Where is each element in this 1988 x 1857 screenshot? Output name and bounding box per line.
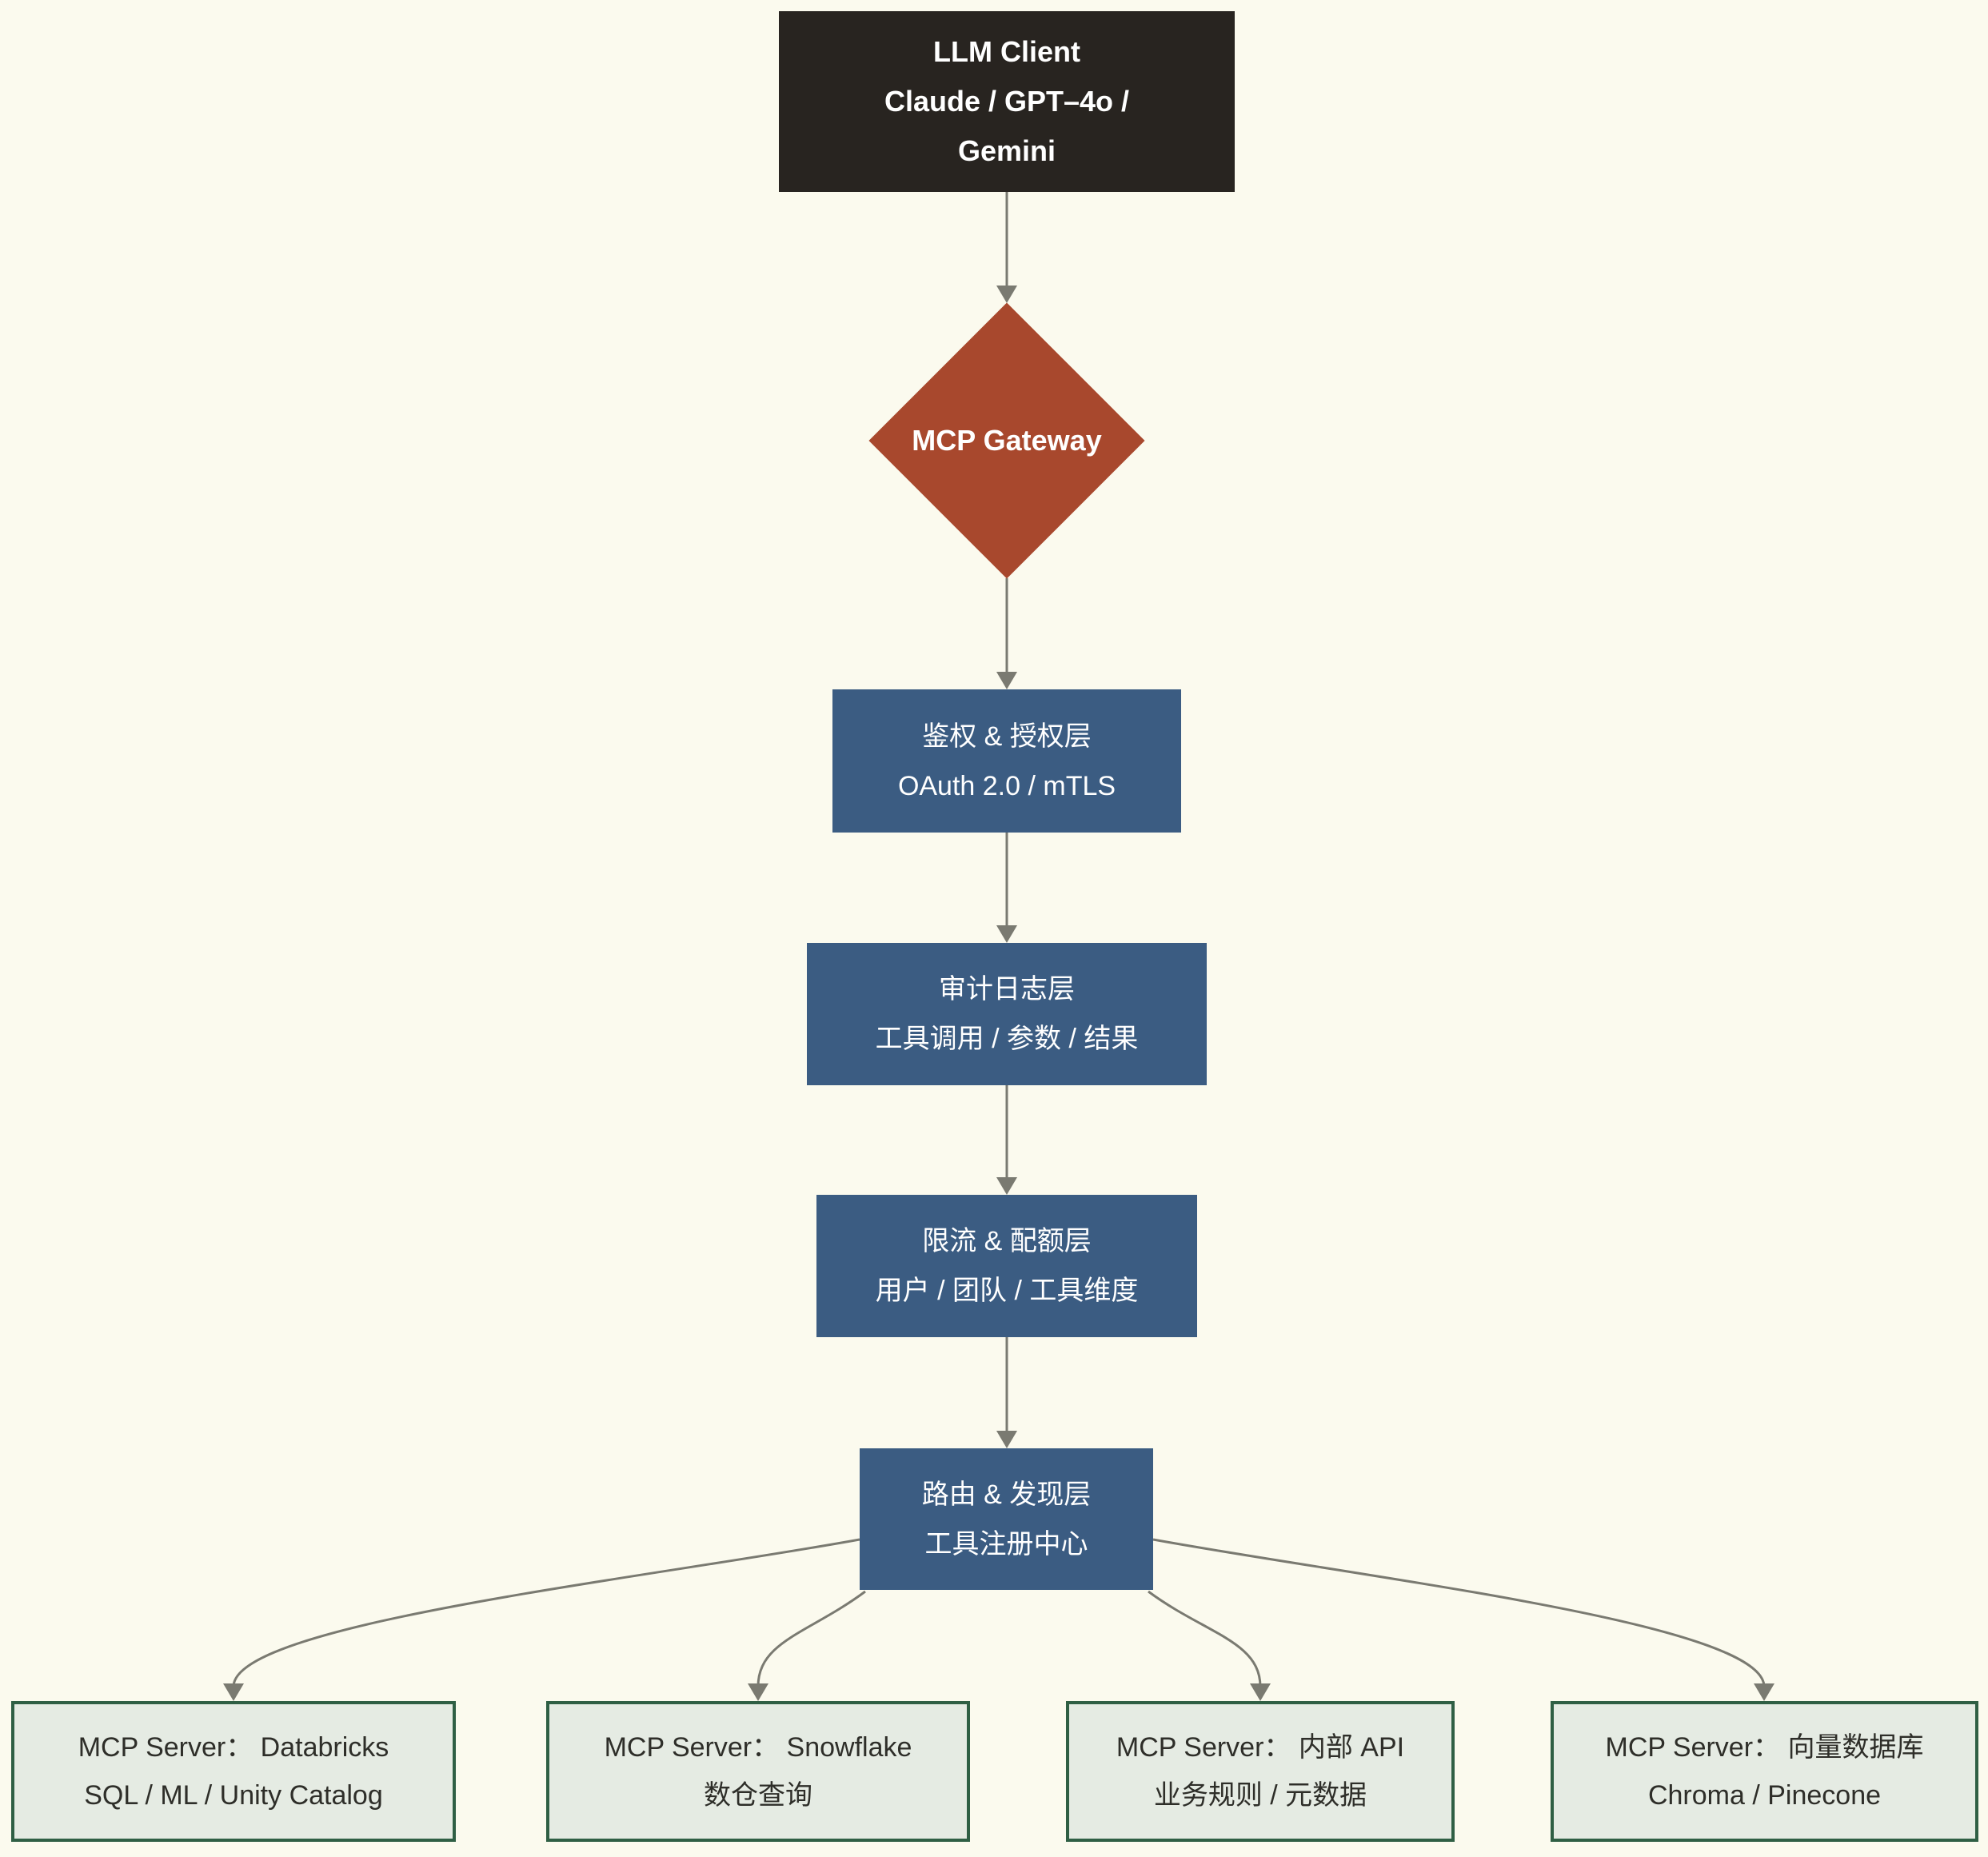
auth-layer-title: 鉴权 & 授权层	[922, 721, 1092, 752]
server-vector-db-subtitle: Chroma / Pinecone	[1647, 1780, 1882, 1811]
routing-layer-subtitle: 工具注册中心	[924, 1528, 1088, 1559]
server-internal-api-title: MCP Server： 内部 API	[1116, 1732, 1405, 1763]
rate-limit-layer-title: 限流 & 配额层	[922, 1226, 1092, 1256]
arrowhead-audit-to-ratelimit	[996, 1177, 1017, 1195]
node-mcp-gateway: MCP Gateway	[847, 415, 1167, 466]
server-vector-db-title: MCP Server： 向量数据库	[1605, 1732, 1924, 1763]
arrowhead-routing-to-vector-db	[1754, 1683, 1774, 1701]
node-mcp-server-databricks: MCP Server： Databricks SQL / ML / Unity …	[11, 1701, 456, 1842]
arrowhead-routing-to-databricks	[223, 1683, 244, 1701]
arrowhead-llm-to-gateway	[996, 286, 1017, 303]
server-snowflake-subtitle: 数仓查询	[704, 1780, 812, 1811]
node-mcp-server-internal-api: MCP Server： 内部 API 业务规则 / 元数据	[1066, 1701, 1455, 1842]
llm-client-models-line1: Claude / GPT–4o /	[884, 85, 1130, 118]
llm-client-title: LLM Client	[933, 35, 1080, 68]
node-mcp-server-snowflake: MCP Server： Snowflake 数仓查询	[546, 1701, 970, 1842]
server-internal-api-subtitle: 业务规则 / 元数据	[1153, 1780, 1367, 1811]
node-rate-limit-layer: 限流 & 配额层 用户 / 团队 / 工具维度	[816, 1195, 1197, 1337]
arrowhead-auth-to-audit	[996, 925, 1017, 943]
server-databricks-subtitle: SQL / ML / Unity Catalog	[84, 1780, 383, 1811]
arrow-routing-to-snowflake	[756, 1590, 866, 1687]
arrow-routing-to-internal-api	[1148, 1590, 1262, 1687]
audit-layer-title: 审计日志层	[939, 974, 1075, 1004]
node-mcp-server-vector-db: MCP Server： 向量数据库 Chroma / Pinecone	[1551, 1701, 1978, 1842]
arrowhead-gateway-to-auth	[996, 672, 1017, 689]
node-auth-layer: 鉴权 & 授权层 OAuth 2.0 / mTLS	[832, 689, 1181, 833]
arrowhead-routing-to-snowflake	[748, 1683, 768, 1701]
node-audit-layer: 审计日志层 工具调用 / 参数 / 结果	[807, 943, 1207, 1085]
auth-layer-subtitle: OAuth 2.0 / mTLS	[897, 770, 1116, 801]
node-routing-layer: 路由 & 发现层 工具注册中心	[860, 1448, 1153, 1590]
routing-layer-title: 路由 & 发现层	[921, 1479, 1092, 1510]
arrowhead-routing-to-internal-api	[1250, 1683, 1271, 1701]
audit-layer-subtitle: 工具调用 / 参数 / 结果	[875, 1024, 1139, 1054]
arrow-routing-to-vector-db	[1152, 1538, 1766, 1687]
server-snowflake-title: MCP Server： Snowflake	[604, 1732, 912, 1763]
arrowhead-ratelimit-to-routing	[996, 1431, 1017, 1448]
llm-client-models-line2: Gemini	[957, 134, 1056, 167]
node-llm-client: LLM Client Claude / GPT–4o / Gemini	[779, 11, 1235, 192]
arrow-routing-to-databricks	[232, 1538, 860, 1687]
server-databricks-title: MCP Server： Databricks	[78, 1732, 389, 1763]
rate-limit-layer-subtitle: 用户 / 团队 / 工具维度	[875, 1276, 1139, 1306]
mcp-gateway-label: MCP Gateway	[912, 424, 1102, 457]
